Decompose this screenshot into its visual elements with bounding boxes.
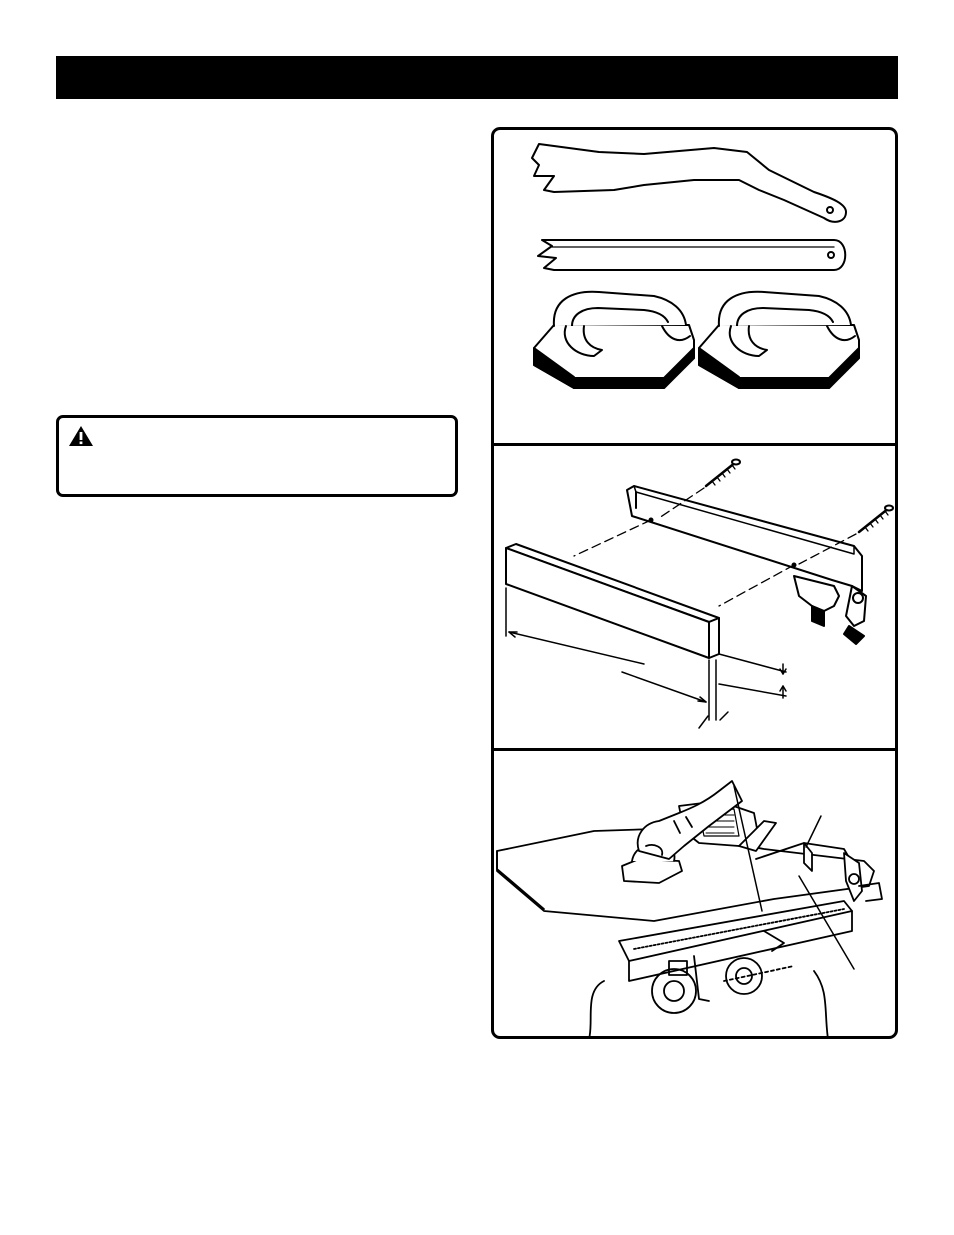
push-block-icon <box>533 290 695 389</box>
warning-box <box>56 415 458 497</box>
screw-icon <box>704 458 741 488</box>
header-bar <box>56 56 898 99</box>
figure-table-saw <box>496 780 883 1036</box>
figure-auxiliary-fence <box>505 458 894 729</box>
table-saw-icon <box>496 828 883 1036</box>
figure-divider <box>494 443 895 446</box>
push-stick-flat-icon <box>537 239 847 271</box>
figure-push-sticks <box>531 143 860 389</box>
push-block-icon <box>698 290 860 389</box>
dashed-alignment-lines <box>573 487 857 607</box>
rip-fence-icon <box>626 485 867 645</box>
dimension-lines <box>505 587 787 729</box>
warning-triangle-icon <box>69 426 93 446</box>
callout-lines <box>733 785 855 970</box>
screw-icon <box>857 504 894 534</box>
wood-board-icon <box>505 543 720 659</box>
figure-panel <box>491 127 898 1039</box>
figure-divider <box>494 748 895 751</box>
hand-icon <box>636 780 743 860</box>
push-stick-icon <box>531 143 847 223</box>
